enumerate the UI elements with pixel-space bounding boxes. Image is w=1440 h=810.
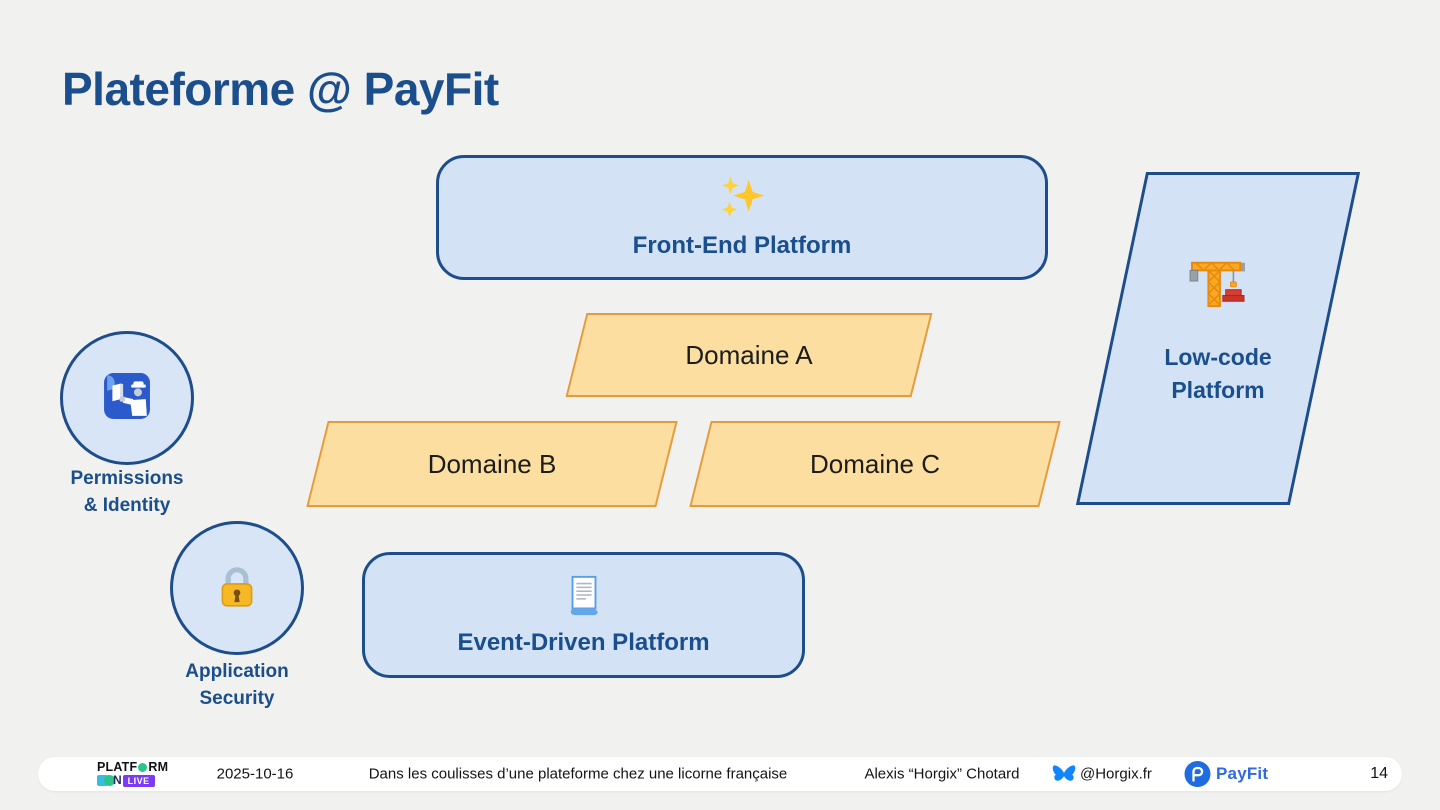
- footer-bluesky-handle: @Horgix.fr: [1080, 765, 1152, 783]
- permissions-identity-badge: [60, 331, 194, 465]
- permissions-identity-label: Permissions & Identity: [70, 468, 184, 516]
- payfit-logo-icon: [1184, 761, 1211, 788]
- logo-c-block-icon: [97, 775, 108, 786]
- footer-bar: PLATF RM N LIVE 2025-10-16 Dans les coul…: [38, 757, 1402, 791]
- low-code-platform-shape: Low-code Platform: [1075, 172, 1361, 505]
- crane-icon: [1189, 255, 1247, 314]
- platformcon-live-logo: PLATF RM N LIVE: [97, 761, 183, 787]
- event-driven-platform-box: Event-Driven Platform: [362, 552, 805, 678]
- application-security-label: Application Security: [185, 661, 289, 709]
- logo-n-letter: N: [113, 773, 122, 787]
- lock-icon: [213, 562, 261, 615]
- receipt-icon: [562, 574, 606, 623]
- domain-b-shape: Domaine B: [306, 421, 678, 507]
- bluesky-butterfly-icon: [1051, 764, 1077, 784]
- logo-word-post: RM: [148, 760, 169, 774]
- sparkles-icon: [719, 175, 765, 226]
- page-number: 14: [1370, 765, 1388, 782]
- passport-control-icon: [103, 372, 151, 425]
- payfit-wordmark: PayFit: [1216, 764, 1269, 783]
- domain-b-label: Domaine B: [427, 448, 557, 479]
- logo-word-pre: PLATF: [97, 760, 138, 774]
- logo-o-circle-icon: [104, 775, 115, 786]
- front-end-platform-label: Front-End Platform: [632, 232, 852, 259]
- logo-live-badge: LIVE: [122, 774, 155, 787]
- domain-c-label: Domaine C: [809, 448, 941, 479]
- front-end-platform-box: Front-End Platform: [436, 155, 1048, 280]
- event-driven-platform-label: Event-Driven Platform: [457, 628, 710, 656]
- footer-talk-title: Dans les coulisses d’une plateforme chez…: [368, 765, 788, 783]
- application-security-badge: [170, 521, 304, 655]
- domain-a-label: Domaine A: [685, 339, 813, 370]
- low-code-platform-label: Low-code Platform: [1164, 344, 1272, 403]
- page-title: Plateforme @ PayFit: [62, 63, 499, 115]
- domain-c-shape: Domaine C: [689, 421, 1061, 507]
- footer-date: 2025-10-16: [216, 765, 294, 783]
- logo-o-dot-icon: [138, 762, 148, 772]
- footer-speaker-name: Alexis “Horgix” Chotard: [864, 765, 1020, 783]
- domain-a-shape: Domaine A: [565, 313, 933, 397]
